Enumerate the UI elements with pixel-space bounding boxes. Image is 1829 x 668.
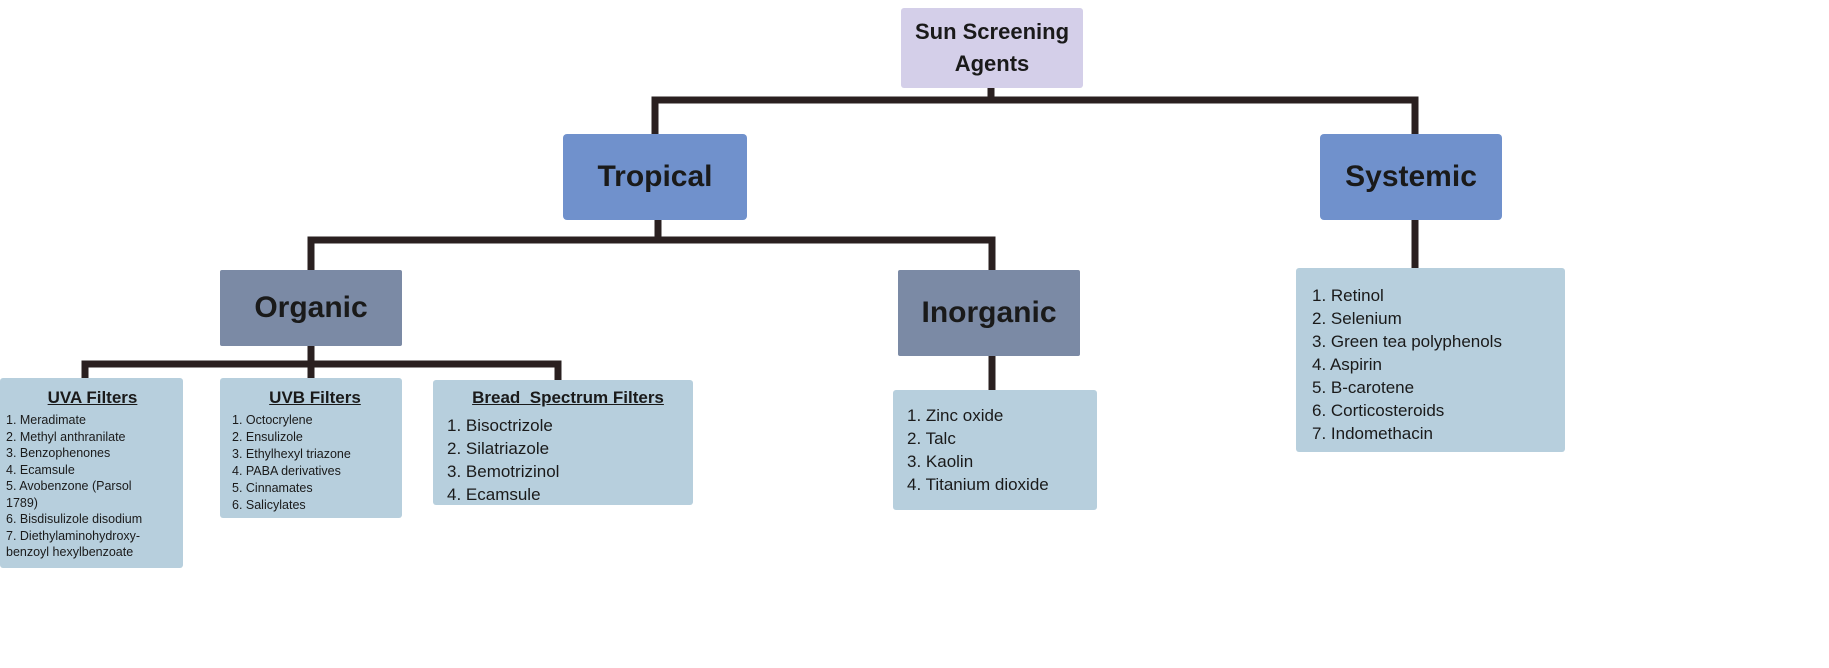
list-item: 4. PABA derivatives <box>232 464 341 478</box>
systemic-agents-box: 1. Retinol 2. Selenium 3. Green tea poly… <box>1296 268 1565 452</box>
subbranch-node-organic: Organic <box>220 270 402 346</box>
list-item: 4. Aspirin <box>1312 355 1382 374</box>
list-item: 4. Ecamsule <box>447 485 541 504</box>
systemic-agents-list: 1. Retinol 2. Selenium 3. Green tea poly… <box>1312 284 1561 445</box>
list-item: 4. Ecamsule <box>6 462 75 477</box>
list-item: 3. Kaolin <box>907 452 974 471</box>
list-item: 2. Talc <box>907 429 956 448</box>
uvb-filters-list: 1. Octocrylene 2. Ensulizole 3. Ethylhex… <box>232 412 398 514</box>
list-item: 6. Bisdisulizole disodium <box>6 512 143 526</box>
uvb-filters-title: UVB Filters <box>269 388 361 407</box>
list-item: benzoyl hexylbenzoate <box>6 545 134 559</box>
uvb-filters-box: UVB Filters 1. Octocrylene 2. Ensulizole… <box>220 378 402 518</box>
list-item: 1789) <box>6 495 38 510</box>
root-title: Sun Screening Agents <box>914 19 1070 76</box>
branch-node-tropical: Tropical <box>563 134 747 220</box>
subbranch-node-inorganic: Inorganic <box>898 270 1080 356</box>
uva-filters-box: UVA Filters 1. Meradimate 2. Methyl anth… <box>0 378 183 568</box>
list-item: 2. Silatriazole <box>447 439 550 458</box>
list-item: 5. B-carotene <box>1312 378 1415 397</box>
list-item: 3. Ethylhexyl triazone <box>232 447 351 461</box>
list-item: 5. Avobenzone (Parsol <box>6 479 132 493</box>
uva-filters-title: UVA Filters <box>47 388 138 407</box>
subbranch-title-organic: Organic <box>254 291 368 324</box>
branch-title-systemic: Systemic <box>1345 160 1477 193</box>
broad-spectrum-filters-list: 1. Bisoctrizole 2. Silatriazole 3. Bemot… <box>447 414 689 506</box>
list-item: 4. Titanium dioxide <box>907 475 1049 494</box>
broad-spectrum-filters-box: Bread Spectrum Filters 1. Bisoctrizole 2… <box>433 380 693 505</box>
list-item: 1. Zinc oxide <box>907 406 1004 425</box>
list-item: 6. Corticosteroids <box>1312 401 1445 420</box>
list-item: 3. Green tea polyphenols <box>1312 332 1502 351</box>
list-item: 3. Bemotrizinol <box>447 462 560 481</box>
list-item: 1. Bisoctrizole <box>447 416 553 435</box>
inorganic-agents-list: 1. Zinc oxide 2. Talc 3. Kaolin 4. Titan… <box>907 404 1093 496</box>
list-item: 5. Cinnamates <box>232 481 313 495</box>
branch-title-tropical: Tropical <box>597 160 713 193</box>
root-node-sun-screening-agents: Sun Screening Agents <box>901 8 1083 88</box>
uva-filters-list: 1. Meradimate 2. Methyl anthranilate 3. … <box>6 412 179 561</box>
list-item: 1. Retinol <box>1312 286 1384 305</box>
list-item: 1. Meradimate <box>6 413 86 427</box>
inorganic-agents-box: 1. Zinc oxide 2. Talc 3. Kaolin 4. Titan… <box>893 390 1097 510</box>
list-item: 1. Octocrylene <box>232 413 313 427</box>
branch-node-systemic: Systemic <box>1320 134 1502 220</box>
list-item: 7. Diethylaminohydroxy- <box>6 528 141 543</box>
list-item: 2. Selenium <box>1312 309 1402 328</box>
list-item: 2. Methyl anthranilate <box>6 429 126 444</box>
list-item: 6. Salicylates <box>232 498 306 512</box>
broad-spectrum-filters-title: Bread Spectrum Filters <box>472 388 664 407</box>
list-item: 7. Indomethacin <box>1312 424 1433 443</box>
list-item: 2. Ensulizole <box>232 430 303 444</box>
list-item: 3. Benzophenones <box>6 446 111 460</box>
subbranch-title-inorganic: Inorganic <box>921 296 1057 329</box>
